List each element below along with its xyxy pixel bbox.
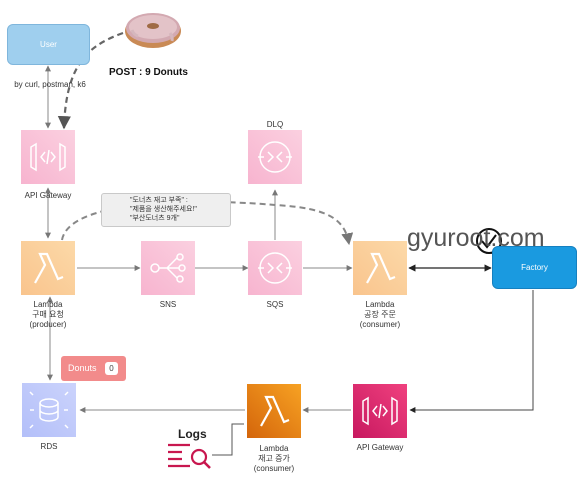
api-gateway-bottom-caption: API Gateway xyxy=(356,443,404,452)
lambda-factory-consumer-caption-1: Lambda xyxy=(365,300,395,309)
donuts-badge-count: 0 xyxy=(105,362,118,375)
lambda-producer-caption-2: 구매 요청 xyxy=(32,310,64,319)
watermark-check-icon xyxy=(476,228,502,254)
lambda-stock-consumer-caption-3: (consumer) xyxy=(253,464,295,473)
dlq-icon xyxy=(248,130,302,184)
lambda-stock-consumer-caption-1: Lambda xyxy=(259,444,289,453)
user-caption: by curl, postman, k6 xyxy=(14,80,86,89)
connector-logs xyxy=(212,423,244,456)
connector-message-flow xyxy=(61,200,354,246)
user-box: User xyxy=(7,24,90,65)
donuts-stock-badge: Donuts 0 xyxy=(61,356,126,381)
lambda-factory-consumer-caption-2: 공장 주문 xyxy=(364,310,396,319)
lambda-producer-icon xyxy=(21,241,75,295)
message-callout: "도너츠 재고 부족" : "제품을 생산해주세요!" "부산도너츠 9개" xyxy=(101,193,231,227)
api-gateway-top-caption: API Gateway xyxy=(24,191,72,200)
logs-label: Logs xyxy=(178,427,207,441)
rds-icon xyxy=(22,383,76,437)
lambda-factory-consumer-icon xyxy=(353,241,407,295)
sns-caption: SNS xyxy=(159,300,177,309)
lambda-producer-caption-1: Lambda xyxy=(33,300,63,309)
post-request-label: POST : 9 Donuts xyxy=(109,67,188,78)
user-label: User xyxy=(40,40,57,49)
callout-line-1: "도너츠 재고 부족" : xyxy=(130,197,188,204)
factory-box: Factory xyxy=(492,246,577,289)
callout-line-2: "제품을 생산해주세요!" xyxy=(130,206,197,213)
callout-line-3: "부산도너츠 9개" xyxy=(130,215,180,222)
connector-factory-apigw xyxy=(409,290,534,413)
sns-icon xyxy=(141,241,195,295)
api-gateway-bottom-icon xyxy=(353,384,407,438)
donuts-badge-label: Donuts xyxy=(68,363,97,373)
logs-search-icon xyxy=(168,443,211,469)
lambda-stock-consumer-icon xyxy=(247,384,301,438)
rds-caption: RDS xyxy=(40,442,58,451)
donut-icon xyxy=(125,13,181,48)
factory-label: Factory xyxy=(521,263,548,272)
lambda-factory-consumer-caption-3: (consumer) xyxy=(359,320,401,329)
watermark-text: gyuroot.com xyxy=(407,224,545,252)
api-gateway-top-icon xyxy=(21,130,75,184)
lambda-producer-caption-3: (producer) xyxy=(29,320,67,329)
sqs-caption: SQS xyxy=(266,300,284,309)
dlq-caption: DLQ xyxy=(266,120,284,129)
lambda-stock-consumer-caption-2: 재고 증가 xyxy=(258,454,290,463)
sqs-icon xyxy=(248,241,302,295)
